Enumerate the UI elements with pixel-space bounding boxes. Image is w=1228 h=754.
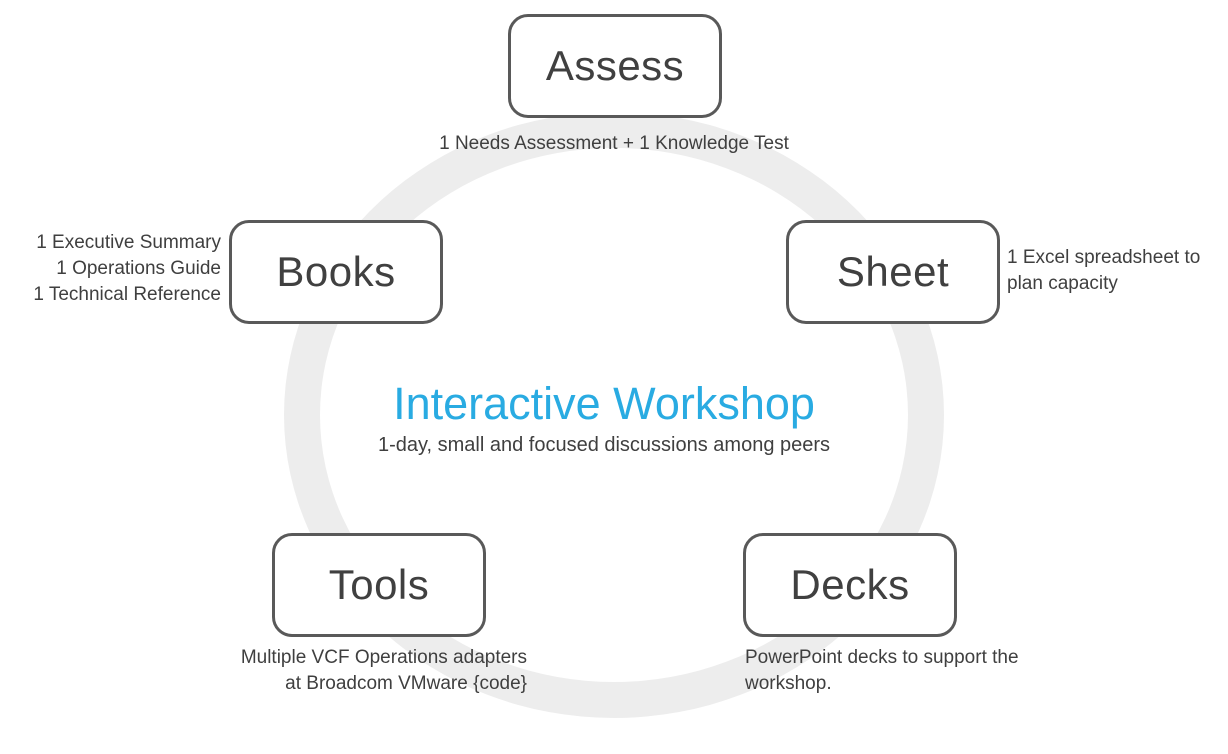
node-sheet-label: Sheet: [836, 248, 950, 295]
node-books-label: Books: [276, 248, 396, 295]
caption-line: 1 Executive Summary: [36, 232, 221, 253]
node-tools: Tools: [272, 533, 486, 637]
caption-line: 1 Technical Reference: [33, 284, 221, 305]
caption-line: 1 Excel spreadsheet to: [1007, 247, 1201, 268]
caption-sheet: 1 Excel spreadsheet to plan capacity: [1007, 245, 1225, 297]
center-title: Interactive Workshop: [393, 378, 815, 429]
center-subtitle: 1-day, small and focused discussions amo…: [377, 434, 831, 456]
caption-decks: PowerPoint decks to support the workshop…: [745, 645, 1057, 697]
node-decks-label: Decks: [790, 561, 910, 608]
center-block: Interactive Workshop 1-day, small and fo…: [304, 379, 904, 457]
node-assess: Assess: [508, 14, 722, 118]
caption-books: 1 Executive Summary 1 Operations Guide 1…: [20, 230, 221, 308]
caption-line: PowerPoint decks to support the: [745, 647, 1019, 668]
caption-assess: 1 Needs Assessment + 1 Knowledge Test: [314, 131, 914, 157]
caption-line: 1 Needs Assessment + 1 Knowledge Test: [439, 133, 789, 154]
caption-line: at Broadcom VMware {code}: [285, 673, 527, 694]
node-sheet: Sheet: [786, 220, 1000, 324]
caption-line: 1 Operations Guide: [56, 258, 221, 279]
node-decks: Decks: [743, 533, 957, 637]
caption-line: workshop.: [745, 673, 832, 694]
caption-line: Multiple VCF Operations adapters: [240, 647, 527, 668]
caption-tools: Multiple VCF Operations adapters at Broa…: [170, 645, 527, 697]
node-assess-label: Assess: [545, 42, 685, 89]
node-tools-label: Tools: [328, 561, 430, 608]
caption-line: plan capacity: [1007, 273, 1118, 294]
node-books: Books: [229, 220, 443, 324]
